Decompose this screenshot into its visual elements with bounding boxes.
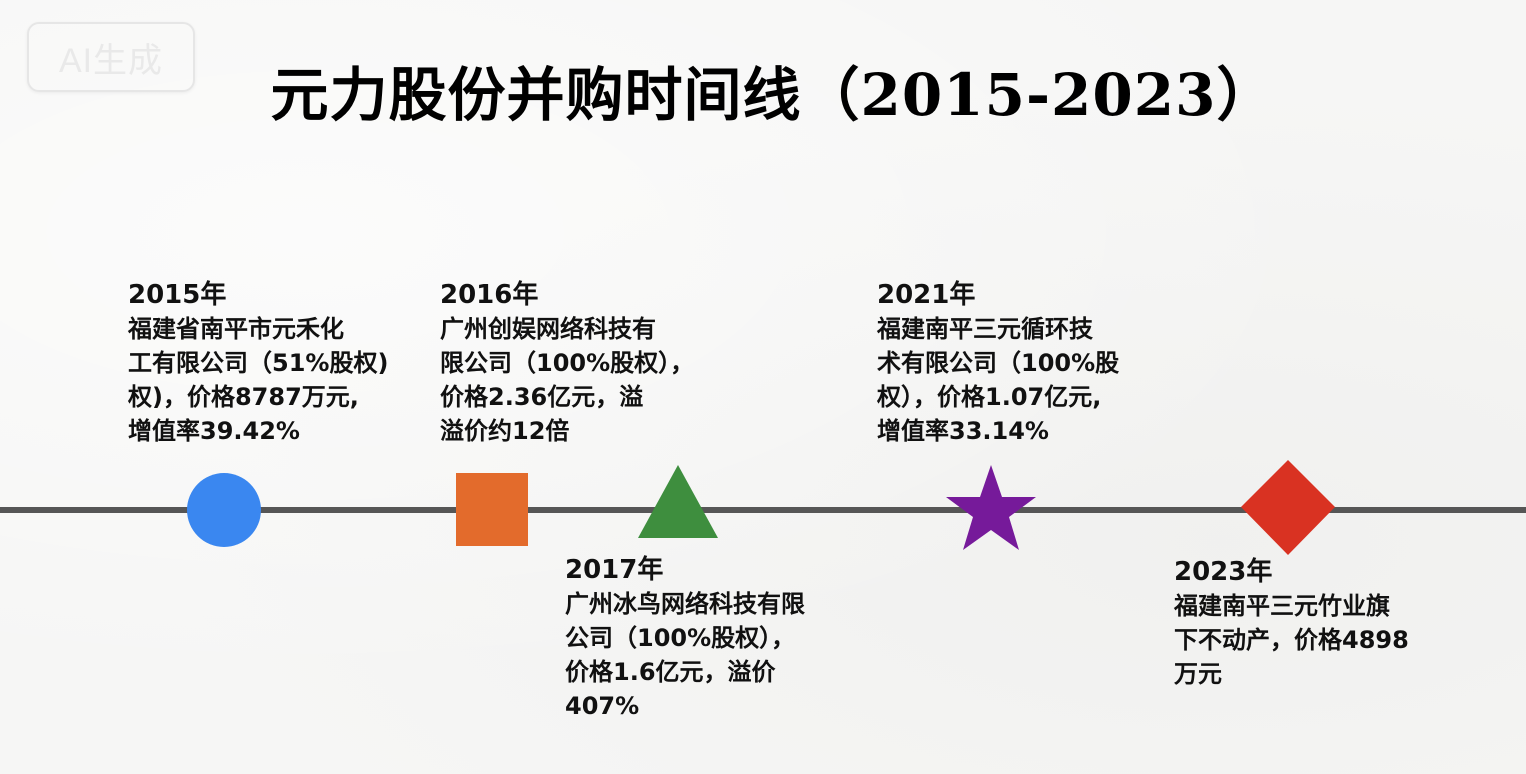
square-marker-icon [456, 473, 528, 546]
event-year: 2021年 [877, 280, 976, 310]
ai-badge-label: AI生成 [58, 41, 164, 80]
event-2023: 2023年 福建南平三元竹业旗 下不动产，价格4898 万元 [1174, 555, 1409, 691]
event-2021: 2021年 福建南平三元循环技 术有限公司（100%股 权），价格1.07亿元,… [877, 278, 1119, 448]
page-title: 元力股份并购时间线（2015-2023） [270, 61, 1276, 129]
circle-marker-icon [187, 473, 261, 547]
event-text-line: 万元 [1174, 660, 1222, 688]
event-text-line: 福建南平三元循环技 [877, 315, 1093, 343]
event-text-line: 增值率33.14% [877, 417, 1049, 445]
event-year: 2015年 [128, 280, 227, 310]
event-2015: 2015年 福建省南平市元禾化 工有限公司（51%股权) 权)，价格8787万元… [128, 278, 388, 448]
event-text-line: 福建南平三元竹业旗 [1174, 592, 1390, 620]
timeline-axis [0, 507, 1526, 513]
event-text-line: 权），价格1.07亿元, [877, 383, 1102, 411]
diamond-marker-icon [1241, 460, 1335, 555]
star-marker-icon [946, 465, 1036, 550]
event-text-line: 公司（100%股权）， [565, 624, 796, 652]
event-text-line: 407% [565, 692, 640, 720]
event-text-line: 增值率39.42% [128, 417, 300, 445]
event-2016: 2016年 广州创娱网络科技有 限公司（100%股权）， 价格2.36亿元，溢 … [440, 278, 694, 448]
event-text-line: 工有限公司（51%股权) [128, 349, 389, 377]
event-text-line: 下不动产，价格4898 [1174, 626, 1409, 654]
event-text-line: 溢价约12倍 [440, 417, 570, 445]
event-text-line: 广州冰鸟网络科技有限 [565, 590, 805, 618]
event-year: 2023年 [1174, 557, 1273, 587]
event-2017: 2017年 广州冰鸟网络科技有限 公司（100%股权）， 价格1.6亿元，溢价 … [565, 553, 805, 723]
triangle-marker-icon [638, 465, 718, 538]
event-text-line: 权)，价格8787万元, [128, 383, 359, 411]
event-text-line: 术有限公司（100%股 [877, 349, 1120, 377]
event-text-line: 价格1.6亿元，溢价 [565, 658, 776, 686]
event-text-line: 福建省南平市元禾化 [128, 315, 344, 343]
event-text-line: 价格2.36亿元，溢 [440, 383, 644, 411]
event-year: 2017年 [565, 555, 664, 585]
event-text-line: 限公司（100%股权）， [440, 349, 695, 377]
event-text-line: 广州创娱网络科技有 [440, 315, 656, 343]
event-year: 2016年 [440, 280, 539, 310]
ai-generated-badge: AI生成 [27, 22, 195, 92]
